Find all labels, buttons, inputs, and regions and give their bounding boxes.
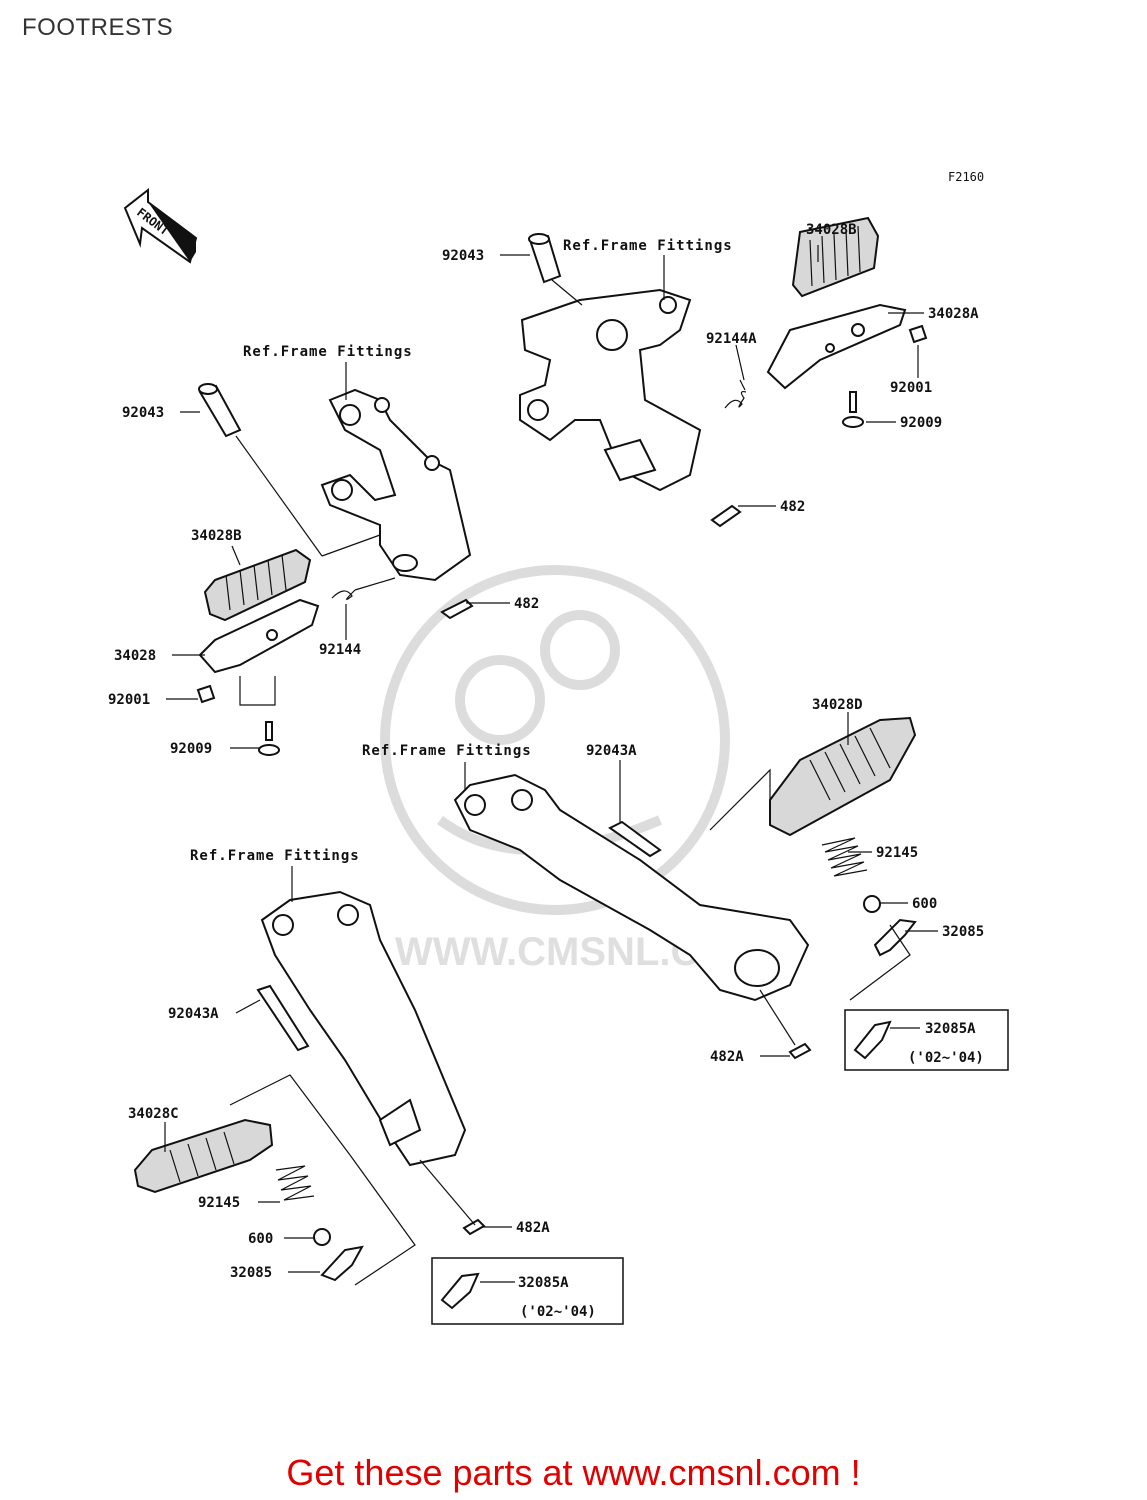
part-label-92144a: 92144A [706, 331, 757, 347]
spring-92145-right [821, 837, 868, 877]
part-label-482-top: 482 [780, 499, 805, 515]
part-label-92001-right: 92001 [890, 380, 932, 396]
part-label-34028d: 34028D [812, 697, 863, 713]
part-label-92144: 92144 [319, 642, 361, 658]
part-label-0204-left: ('02~'04) [520, 1304, 596, 1320]
footpeg-34028b-left [203, 548, 312, 622]
part-label-92009-left: 92009 [170, 741, 212, 757]
footrests-diagram: WWW.CMSNL.COM FRONT [108, 187, 1009, 1325]
nut-92001-left [196, 684, 216, 704]
ref-frame-fittings-mid: Ref.Frame Fittings [362, 743, 532, 759]
front-arrow-icon: FRONT [123, 187, 198, 264]
ref-frame-fittings-bottom: Ref.Frame Fittings [190, 848, 360, 864]
part-label-34028b-left: 34028B [191, 528, 242, 544]
pin-92043a-left [256, 984, 310, 1052]
part-label-32085-right: 32085 [942, 924, 984, 940]
footpeg-holder-34028 [198, 598, 320, 674]
detent-32085-right [849, 918, 917, 1001]
ref-frame-fittings-top: Ref.Frame Fittings [563, 238, 733, 254]
part-label-34028: 34028 [114, 648, 156, 664]
pin-92043-left [198, 383, 381, 557]
page-title: FOOTRESTS [22, 14, 174, 41]
clip-482a-left [462, 1218, 486, 1236]
part-label-92043-top: 92043 [442, 248, 484, 264]
diagram-code: F2160 [948, 170, 985, 184]
ball-600-left [313, 1228, 331, 1246]
part-label-92145-left: 92145 [198, 1195, 240, 1211]
footpeg-34028c [133, 1074, 351, 1194]
part-label-92145-right: 92145 [876, 845, 918, 861]
box-32085a-left [431, 1257, 624, 1325]
spring-92145-left [275, 1165, 315, 1201]
part-label-0204-right: ('02~'04) [908, 1050, 984, 1066]
part-label-600-right: 600 [912, 896, 937, 912]
lower-left-bracket [260, 890, 467, 1167]
part-label-482-left: 482 [514, 596, 539, 612]
pin-92043a-mid [608, 820, 662, 858]
footpeg-34028b-top [791, 216, 880, 298]
left-upper-bracket [320, 388, 472, 582]
part-label-34028c: 34028C [128, 1106, 179, 1122]
bolt-92009-left [239, 676, 280, 756]
footpeg-holder-34028a [766, 303, 907, 390]
part-label-482a-right: 482A [710, 1049, 744, 1065]
part-label-32085a-left: 32085A [518, 1275, 569, 1291]
part-label-34028b-top: 34028B [806, 222, 857, 238]
part-label-92043-left: 92043 [122, 405, 164, 421]
spring-92144a [724, 379, 747, 409]
part-label-92043a-mid: 92043A [586, 743, 637, 759]
ref-frame-fittings-left: Ref.Frame Fittings [243, 344, 413, 360]
clip-482-left [440, 598, 474, 620]
footpeg-34028d [709, 716, 917, 837]
part-label-34028a: 34028A [928, 306, 979, 322]
pin-92043-top [528, 233, 583, 306]
footer-promo-link[interactable]: Get these parts at www.cmsnl.com ! [286, 1452, 861, 1493]
nut-92001-right [908, 324, 928, 344]
box-32085a-right [844, 1009, 1009, 1071]
spring-92144 [331, 577, 396, 600]
ball-600-right [863, 895, 881, 913]
part-label-600-left: 600 [248, 1231, 273, 1247]
part-label-92043a-left: 92043A [168, 1006, 219, 1022]
part-label-92001-left: 92001 [108, 692, 150, 708]
bolt-92009-right [842, 391, 864, 428]
part-label-32085-left: 32085 [230, 1265, 272, 1281]
part-label-482a-left: 482A [516, 1220, 550, 1236]
clip-482a-right [788, 1042, 812, 1060]
part-label-32085a-right: 32085A [925, 1021, 976, 1037]
top-right-bracket [519, 288, 702, 492]
clip-482-top [710, 504, 742, 528]
detent-32085-left [320, 1154, 416, 1286]
mid-rear-bracket [453, 773, 810, 1002]
leader-lines [164, 245, 938, 1283]
part-label-92009-right: 92009 [900, 415, 942, 431]
